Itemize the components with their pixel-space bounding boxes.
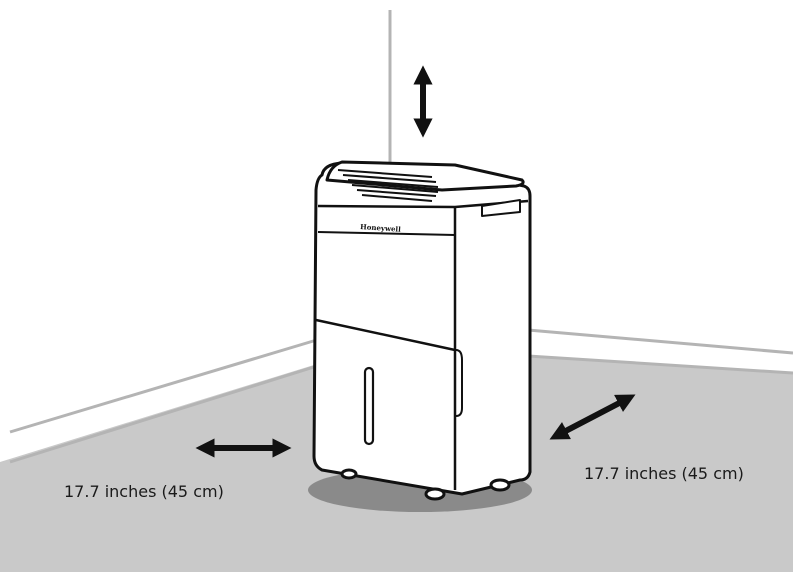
left-clearance-label: 17.7 inches (45 cm) [64,482,224,501]
dehumidifier [312,160,532,501]
brand-logo: Honeywell [360,222,402,234]
right-clearance-label: 17.7 inches (45 cm) [584,464,744,483]
arrow-right [549,394,636,440]
wall-lines [9,10,793,464]
